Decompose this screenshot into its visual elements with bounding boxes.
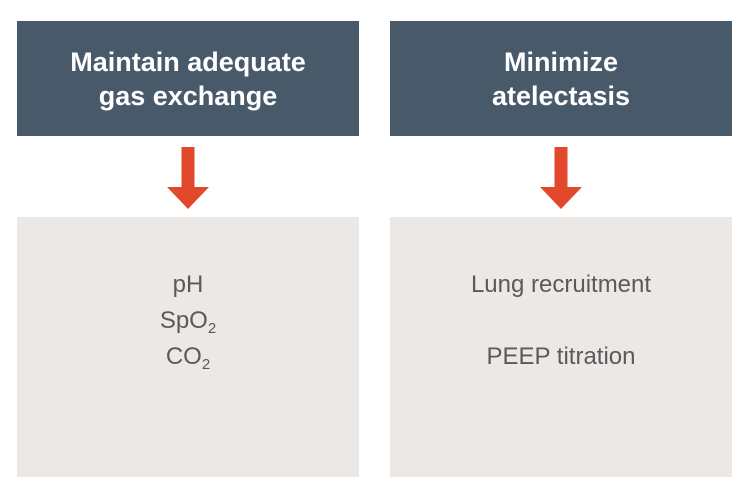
list-item: Lung recruitment — [390, 267, 732, 303]
list-item: CO2 — [17, 339, 359, 375]
list-item: PEEP titration — [390, 339, 732, 375]
content-box-gas-exchange: pH SpO2 CO2 — [17, 217, 359, 477]
item-text: pH — [172, 271, 204, 298]
column-gas-exchange: Maintain adequate gas exchange pH SpO2 C… — [17, 21, 359, 500]
header-line: gas exchange — [98, 80, 278, 111]
list-item: pH — [17, 267, 359, 303]
content-box-atelectasis: Lung recruitment PEEP titration — [390, 217, 732, 477]
column-atelectasis: Minimize atelectasis Lung recruitment PE… — [390, 21, 732, 500]
header-line: Minimize — [503, 46, 618, 77]
item-subscript: 2 — [207, 320, 217, 337]
header-box-gas-exchange: Maintain adequate gas exchange — [17, 21, 359, 136]
item-subscript: 2 — [201, 356, 211, 373]
item-text: Lung recruitment — [470, 271, 652, 298]
item-text: CO — [165, 343, 202, 370]
down-arrow-icon — [540, 146, 582, 209]
item-text: SpO — [159, 307, 208, 334]
down-arrow-icon — [167, 146, 209, 209]
arrow-zone — [390, 136, 732, 217]
item-text: PEEP titration — [486, 343, 636, 370]
arrow-zone — [17, 136, 359, 217]
list-item: SpO2 — [17, 303, 359, 339]
header-line: atelectasis — [491, 80, 631, 111]
header-box-atelectasis: Minimize atelectasis — [390, 21, 732, 136]
header-line: Maintain adequate — [70, 46, 306, 77]
